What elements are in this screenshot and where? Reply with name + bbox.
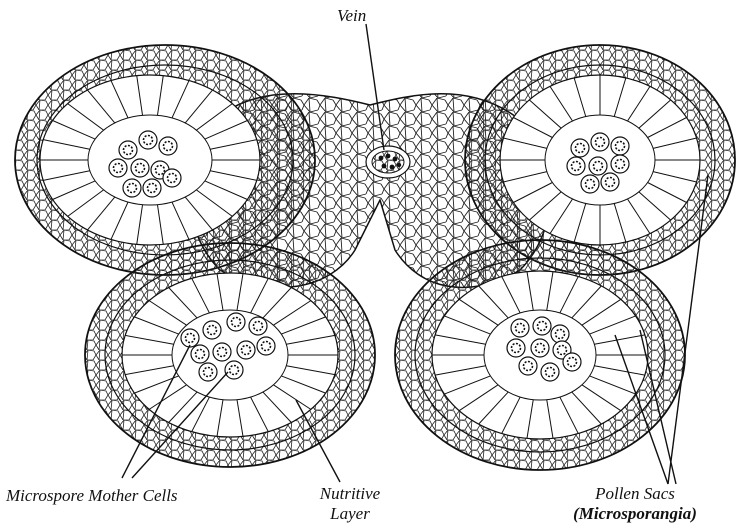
microspore-mother-cell bbox=[611, 137, 629, 155]
microspore-mother-cell bbox=[213, 343, 231, 361]
microspore-mother-cell bbox=[225, 361, 243, 379]
microspore-mother-cell bbox=[143, 179, 161, 197]
microspore-mother-cell bbox=[519, 357, 537, 375]
pollen-sacs-label-line1: Pollen Sacs bbox=[540, 484, 730, 504]
nutritive-layer-label: Nutritive Layer bbox=[290, 484, 410, 524]
microspore-mother-cell bbox=[109, 159, 127, 177]
pollen-sacs-label-line2: (Microsporangia) bbox=[540, 504, 730, 524]
microspore-mother-cell bbox=[601, 173, 619, 191]
microspore-mother-cell bbox=[199, 363, 217, 381]
microspore-mother-cell bbox=[589, 157, 607, 175]
microspore-mother-cell bbox=[563, 353, 581, 371]
microspore-mother-cell bbox=[507, 339, 525, 357]
microspore-mother-cell bbox=[257, 337, 275, 355]
microspore-mother-cell bbox=[163, 169, 181, 187]
microspore-mother-cell bbox=[567, 157, 585, 175]
microspore-mother-cell bbox=[227, 313, 245, 331]
microspore-mother-cell bbox=[203, 321, 221, 339]
microspore-mother-cell bbox=[249, 317, 267, 335]
microspore-mother-cell bbox=[581, 175, 599, 193]
vein-label: Vein bbox=[337, 6, 366, 26]
microspore-mother-cell bbox=[181, 329, 199, 347]
microspore-mother-cells-label: Microspore Mother Cells bbox=[6, 486, 178, 506]
nutritive-layer-label-line2: Layer bbox=[290, 504, 410, 524]
microspore-mother-cell bbox=[139, 131, 157, 149]
microspore-mother-cell bbox=[159, 137, 177, 155]
microspore-mother-cell bbox=[511, 319, 529, 337]
microspore-mother-cell bbox=[591, 133, 609, 151]
pollen-sacs-label: Pollen Sacs (Microsporangia) bbox=[540, 484, 730, 524]
microspore-mother-cell bbox=[541, 363, 559, 381]
nutritive-layer-label-line1: Nutritive bbox=[290, 484, 410, 504]
microspore-mother-cell bbox=[611, 155, 629, 173]
microspore-mother-cell bbox=[191, 345, 209, 363]
microspore-mother-cell bbox=[531, 339, 549, 357]
microspore-mother-cell bbox=[237, 341, 255, 359]
vein-bundle bbox=[366, 146, 410, 178]
microspore-mother-cell bbox=[123, 179, 141, 197]
microspore-mother-cell bbox=[119, 141, 137, 159]
microspore-mother-cell bbox=[533, 317, 551, 335]
microspore-mother-cell bbox=[131, 159, 149, 177]
microspore-mother-cell bbox=[551, 325, 569, 343]
microspore-mother-cell bbox=[571, 139, 589, 157]
